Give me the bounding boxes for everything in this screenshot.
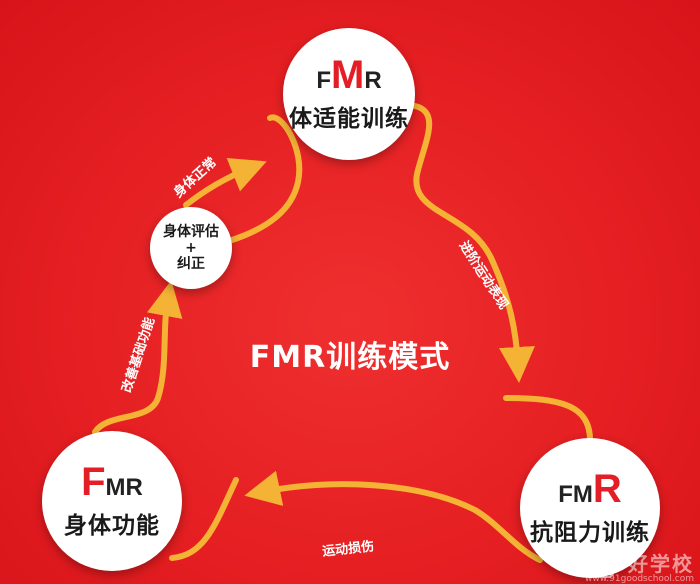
fmr-logo: FMR xyxy=(81,462,143,502)
fmr-r: R xyxy=(364,67,382,94)
arrow-top-to-right xyxy=(412,103,535,383)
arrow-left-bend xyxy=(169,477,239,561)
fmr-r: R xyxy=(125,474,143,501)
fmr-logo: FMR xyxy=(316,55,381,95)
watermark-url: www.91goodschool.com xyxy=(585,574,694,584)
node-line-1: 身体评估 xyxy=(163,224,219,240)
fmr-r: R xyxy=(592,467,622,511)
fmr-m: M xyxy=(572,481,593,508)
fmr-logo: FMR xyxy=(558,469,622,509)
diagram-title: FMR训练模式 xyxy=(249,340,451,375)
watermark-logo-icon xyxy=(586,550,614,578)
fmr-f: F xyxy=(316,67,331,94)
watermark: 好学校 www.91goodschool.com xyxy=(584,548,700,584)
node-name: 抗阻力训练 xyxy=(530,520,650,546)
node-line-2: + xyxy=(185,240,197,256)
arrow-body-normal xyxy=(183,157,267,208)
arrow-right-bend xyxy=(503,395,593,443)
fmr-f: F xyxy=(81,460,106,504)
fmr-f: F xyxy=(558,481,573,508)
node-body-function: FMR 身体功能 xyxy=(42,431,182,571)
node-name: 体适能训练 xyxy=(289,106,409,132)
watermark-text: 好学校 xyxy=(628,552,694,576)
node-fitness-training: FMR 体适能训练 xyxy=(283,28,415,160)
arrow-small-to-top xyxy=(229,114,303,243)
node-line-3: 纠正 xyxy=(177,256,205,272)
fmr-m: M xyxy=(331,53,365,97)
arrow-left-to-small xyxy=(92,280,183,435)
arrow-right-to-left xyxy=(244,470,543,563)
node-assessment-correction: 身体评估 + 纠正 xyxy=(150,207,232,289)
node-name: 身体功能 xyxy=(64,513,160,539)
fmr-m: M xyxy=(105,474,126,501)
